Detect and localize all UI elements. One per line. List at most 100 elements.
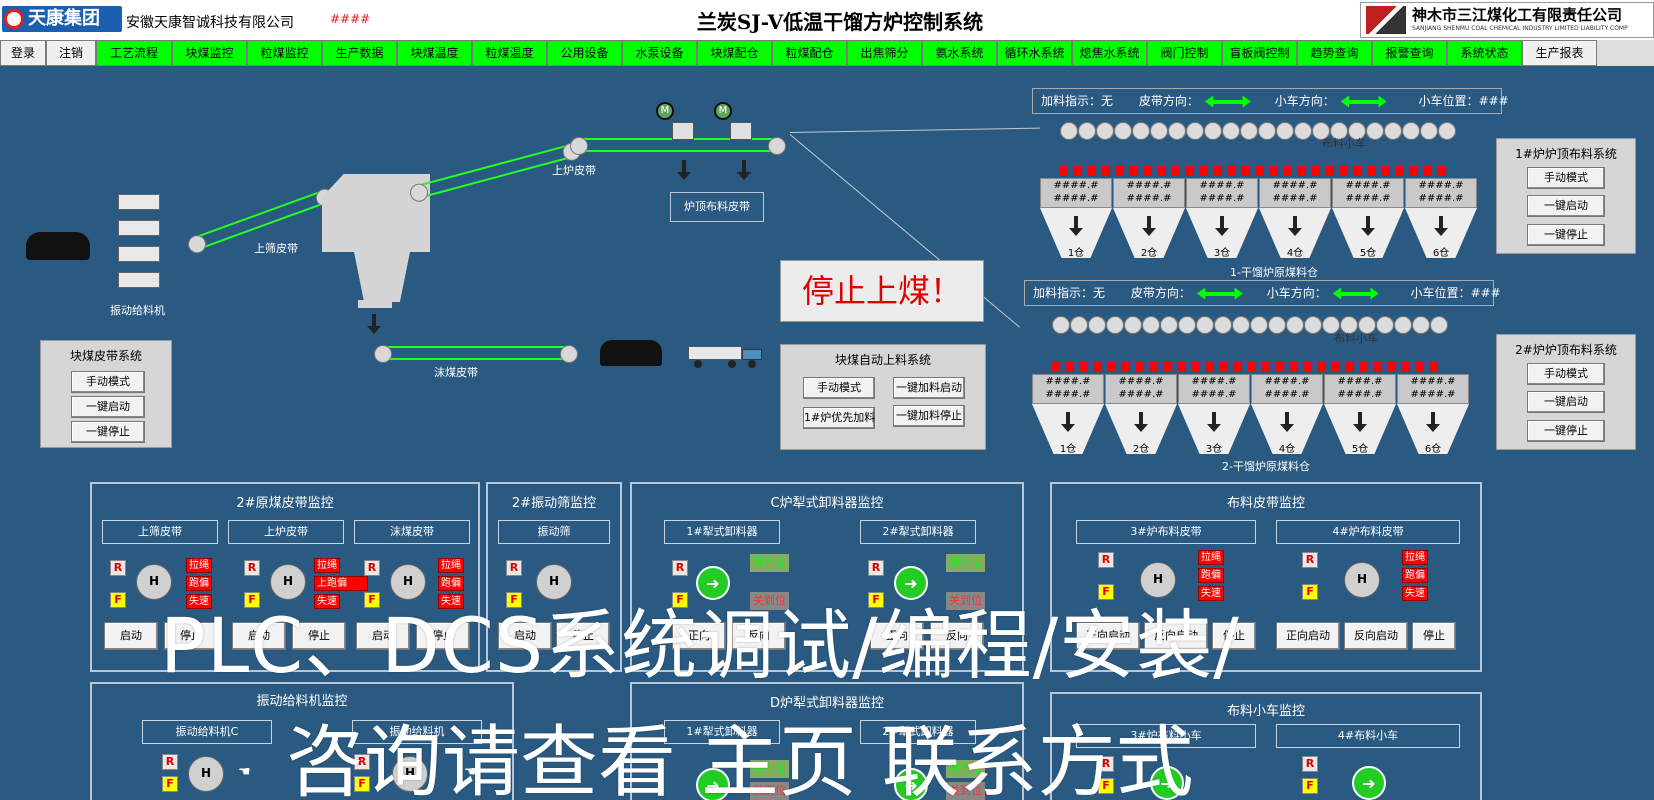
motor-icon[interactable]	[270, 564, 306, 600]
nav-logout[interactable]: 注销	[46, 40, 96, 66]
nav-public-equipment[interactable]: 公用设备	[547, 40, 622, 66]
furnace-top-belt[interactable]	[570, 137, 786, 155]
nav-blind-valve-control[interactable]: 盲板阀控制	[1222, 40, 1297, 66]
one-key-stop-button[interactable]: 一键停止	[1527, 224, 1605, 246]
raw-belt-monitor-frame: 2#原煤皮带监控 上筛皮带 上炉皮带 沫煤皮带 R F 拉绳 跑偏 失速 启动 …	[90, 482, 480, 672]
fault-tag: F	[1302, 584, 1318, 600]
motor-icon[interactable]	[536, 564, 572, 600]
running-motor-icon[interactable]	[1150, 766, 1184, 800]
reverse-button[interactable]: 反向	[732, 622, 786, 650]
bin-value-display: ####.#####.#	[1113, 178, 1185, 208]
start-button[interactable]: 启动	[232, 622, 286, 650]
motor-icon: M	[656, 102, 674, 120]
running-motor-icon[interactable]	[1352, 766, 1386, 800]
chute-indicator-icon	[1298, 166, 1306, 176]
nav-process-flow[interactable]: 工艺流程	[96, 40, 172, 66]
nav-system-status[interactable]: 系统状态	[1447, 40, 1522, 66]
chute-indicator-icon	[1402, 362, 1410, 372]
nav-quench-water[interactable]: 熄焦水系统	[1072, 40, 1147, 66]
motor-icon[interactable]	[1344, 562, 1380, 598]
nav-login[interactable]: 登录	[0, 40, 46, 66]
motor-icon[interactable]	[188, 756, 224, 792]
running-motor-icon[interactable]	[894, 768, 928, 800]
stop-button[interactable]: 停止	[1212, 622, 1256, 650]
nav-granular-coal-monitor[interactable]: 粒煤监控	[247, 40, 322, 66]
nav-granular-coal-temp[interactable]: 粒煤温度	[472, 40, 547, 66]
running-motor-icon[interactable]	[894, 566, 928, 600]
leader-line	[789, 127, 1040, 133]
roller-icon	[1070, 316, 1088, 334]
forward-start-button[interactable]: 正向启动	[1076, 622, 1140, 650]
nav-production-report[interactable]: 生产报表	[1522, 40, 1597, 66]
car-direction-label: 小车方向：	[1266, 286, 1327, 300]
bin-weight-value: ####.#	[1264, 389, 1310, 400]
fault-tag: F	[868, 592, 884, 608]
running-motor-icon[interactable]	[696, 566, 730, 600]
forward-button[interactable]: 正向	[870, 622, 924, 650]
motor-icon[interactable]	[390, 564, 426, 600]
stop-button[interactable]: 停止	[1412, 622, 1456, 650]
stop-button[interactable]: 停止	[292, 622, 346, 650]
feed-stop-button[interactable]: 一键加料停止	[893, 405, 965, 427]
motor-box	[730, 122, 752, 140]
nav-granular-coal-bin[interactable]: 粒煤配仓	[772, 40, 847, 66]
forward-start-button[interactable]: 正向启动	[1276, 622, 1340, 650]
priority-feed-button[interactable]: 1#炉优先加料	[803, 407, 875, 429]
fine-coal-belt-unit: 沫煤皮带	[354, 520, 470, 544]
start-button[interactable]: 启动	[104, 622, 158, 650]
one-key-start-button[interactable]: 一键启动	[71, 396, 145, 418]
feed-start-button[interactable]: 一键加料启动	[893, 377, 965, 399]
furnace3-car-unit: 3#炉布料小车	[1076, 724, 1256, 748]
slip-alarm: 失速	[438, 594, 464, 609]
start-button[interactable]: 启动	[498, 622, 552, 650]
chute-indicator-icon	[1158, 166, 1166, 176]
motor-icon[interactable]	[136, 564, 172, 600]
motor-icon[interactable]	[1140, 562, 1176, 598]
fault-tag: F	[1302, 778, 1318, 794]
chute-indicator-icon	[1416, 362, 1424, 372]
vib-screen-unit: 振动筛	[498, 520, 610, 544]
reverse-start-button[interactable]: 反向启动	[1344, 622, 1408, 650]
distribution-car-label: 布料小车	[1322, 137, 1366, 150]
one-key-stop-button[interactable]: 一键停止	[1527, 420, 1605, 442]
stop-button[interactable]: 停止	[556, 622, 610, 650]
running-motor-icon[interactable]	[696, 768, 730, 800]
nav-circulating-water[interactable]: 循环水系统	[997, 40, 1072, 66]
reverse-button[interactable]: 反向	[930, 622, 984, 650]
roller-icon	[1358, 316, 1376, 334]
stop-button[interactable]: 停止	[416, 622, 470, 650]
nav-trend-query[interactable]: 趋势查询	[1297, 40, 1372, 66]
chute-indicator-icon	[1102, 166, 1110, 176]
bin-value-display: ####.#####.#	[1405, 178, 1477, 208]
manual-mode-button[interactable]: 手动模式	[71, 371, 145, 393]
sanjiang-logo-icon	[1366, 6, 1406, 34]
manual-mode-button[interactable]: 手动模式	[1527, 167, 1605, 189]
deviation-alarm: 跑偏	[186, 576, 212, 591]
one-key-start-button[interactable]: 一键启动	[1527, 195, 1605, 217]
nav-ammonia-system[interactable]: 氨水系统	[922, 40, 997, 66]
manual-mode-button[interactable]: 手动模式	[803, 377, 875, 399]
nav-block-coal-bin[interactable]: 块煤配仓	[697, 40, 772, 66]
forward-button[interactable]: 正向	[672, 622, 726, 650]
reverse-start-button[interactable]: 反向启动	[1144, 622, 1208, 650]
bin-level-value: ####.#	[1410, 376, 1456, 387]
nav-alarm-query[interactable]: 报警查询	[1372, 40, 1447, 66]
nav-pump-equipment[interactable]: 水泵设备	[622, 40, 697, 66]
nav-production-data[interactable]: 生产数据	[322, 40, 397, 66]
roller-icon	[1420, 122, 1438, 140]
chute-indicator-icon	[1206, 362, 1214, 372]
nav-block-coal-temp[interactable]: 块煤温度	[397, 40, 472, 66]
one-key-stop-button[interactable]: 一键停止	[71, 421, 145, 443]
stop-button[interactable]: 停止	[164, 622, 218, 650]
nav-block-coal-monitor[interactable]: 块煤监控	[172, 40, 247, 66]
nav-valve-control[interactable]: 阀门控制	[1147, 40, 1222, 66]
manual-mode-button[interactable]: 手动模式	[1527, 363, 1605, 385]
distribution-rollers	[1060, 122, 1470, 140]
one-key-start-button[interactable]: 一键启动	[1527, 391, 1605, 413]
motor-icon[interactable]	[392, 756, 428, 792]
nav-coke-screening[interactable]: 出焦筛分	[847, 40, 922, 66]
start-button[interactable]: 启动	[356, 622, 410, 650]
car-position-value: ###	[1470, 286, 1501, 300]
fine-coal-belt[interactable]	[374, 345, 578, 363]
bin-level-value: ####.#	[1053, 180, 1099, 191]
